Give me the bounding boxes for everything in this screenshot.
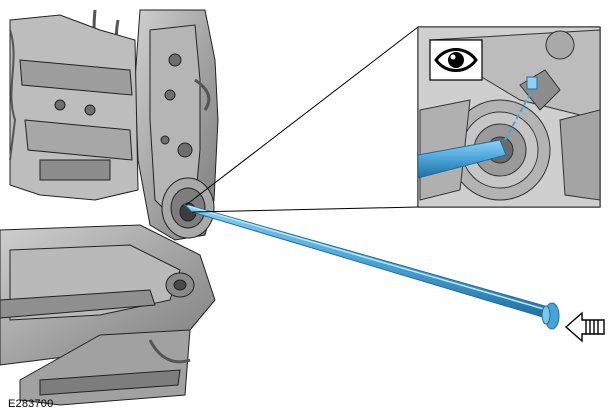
- hatched-arrow-icon: [564, 311, 605, 343]
- callout-leader-lines: [185, 26, 419, 213]
- special-tool-handle: [541, 302, 560, 330]
- seat-back-frame: [9, 9, 219, 241]
- detail-callout: [417, 26, 601, 208]
- figure-reference-code: E283700: [8, 398, 54, 410]
- eye-icon: [429, 39, 483, 81]
- special-tool-rod: [182, 202, 557, 322]
- seat-cushion-frame: [0, 224, 216, 406]
